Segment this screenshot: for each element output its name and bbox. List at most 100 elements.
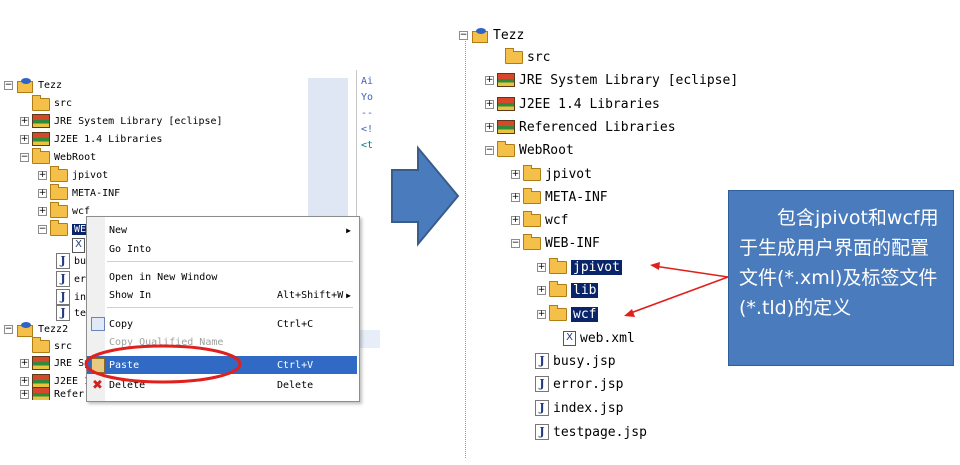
jsp-file-icon: J (535, 353, 549, 369)
editor-line: Yo (361, 92, 374, 103)
library-icon (32, 114, 50, 128)
expand-icon[interactable]: + (38, 169, 47, 180)
collapse-icon[interactable]: − (20, 151, 29, 162)
package-folder-icon (32, 95, 50, 111)
expand-icon[interactable]: + (38, 205, 47, 216)
tree-item-j2ee[interactable]: +J2EE 1.4 Libraries (485, 96, 660, 112)
tree-item-jre[interactable]: +JRE System Library [eclipse] (20, 114, 223, 128)
tree-item-web-inf[interactable]: −WEB-INF (511, 233, 600, 251)
tree-item-project[interactable]: −Tezz (459, 27, 525, 43)
tree-item-src[interactable]: src (505, 46, 550, 68)
library-icon (497, 97, 515, 111)
tree-item-src2[interactable]: src (32, 336, 72, 355)
folder-icon (523, 233, 541, 250)
tree-item-j2ee2[interactable]: +J2EE 1 (20, 374, 91, 388)
tree-item-wcf[interactable]: +wcf (38, 201, 91, 218)
menu-item-copy-qualified-name[interactable]: Copy Qualified Name (109, 336, 224, 348)
expand-icon[interactable]: + (537, 261, 546, 272)
tree-item-jpivot[interactable]: +jpivot (38, 165, 109, 182)
submenu-arrow-icon: ▶ (346, 225, 351, 235)
annotation-callout: 包含jpivot和wcf用于生成用户界面的配置文件(*.xml)及标签文件(*.… (728, 190, 954, 366)
tree-item-web-inf[interactable]: −WEB (38, 219, 95, 236)
tree-item-j2ee[interactable]: +J2EE 1.4 Libraries (20, 132, 163, 146)
expand-icon[interactable]: + (20, 357, 29, 368)
submenu-arrow-icon: ▶ (346, 290, 351, 300)
tree-item-project2[interactable]: −Tezz2 (4, 322, 69, 337)
tree-item-web-inf-jpivot[interactable]: +jpivot (537, 257, 622, 275)
tree-item-refer2[interactable]: +Refer (20, 388, 85, 400)
package-folder-icon (505, 47, 523, 64)
tree-item-meta-inf[interactable]: +META-INF (511, 187, 608, 205)
expand-icon[interactable]: + (485, 98, 494, 109)
tree-item-project[interactable]: −Tezz (4, 78, 63, 93)
tree-item-jpivot[interactable]: +jpivot (511, 164, 592, 182)
collapse-icon[interactable]: − (4, 323, 13, 334)
expand-icon[interactable]: + (20, 115, 29, 126)
menu-item-open-new-window[interactable]: Open in New Window (109, 271, 218, 283)
tree-item-jre[interactable]: +JRE System Library [eclipse] (485, 72, 739, 88)
tree-item-webroot[interactable]: −WebRoot (20, 147, 97, 164)
tree-item-referenced-libraries[interactable]: +Referenced Libraries (485, 119, 676, 135)
expand-icon[interactable]: + (20, 375, 29, 386)
expand-icon[interactable]: + (20, 133, 29, 144)
tree-item-webroot[interactable]: −WebRoot (485, 140, 574, 158)
jsp-file-icon: J (56, 289, 70, 305)
copy-icon (91, 317, 105, 331)
collapse-icon[interactable]: − (511, 237, 520, 248)
collapse-icon[interactable]: − (4, 79, 13, 90)
jsp-file-icon: J (56, 253, 70, 269)
project-icon (16, 322, 34, 337)
editor-line: <! (361, 124, 374, 135)
right-arrow-icon (391, 145, 460, 247)
tree-item-wcf[interactable]: +wcf (511, 210, 569, 228)
tree-item-lib[interactable]: +lib (537, 280, 599, 298)
expand-icon[interactable]: + (537, 308, 546, 319)
jsp-file-icon: J (56, 305, 70, 321)
delete-icon: ✖ (92, 377, 103, 393)
expand-icon[interactable]: + (511, 168, 520, 179)
project-icon (16, 78, 34, 93)
folder-icon (523, 187, 541, 204)
expand-icon[interactable]: + (511, 214, 520, 225)
folder-icon (549, 257, 567, 274)
menu-item-go-into[interactable]: Go Into (109, 243, 152, 255)
collapse-icon[interactable]: − (459, 29, 468, 40)
expand-icon[interactable]: + (20, 388, 29, 399)
library-icon (32, 132, 50, 146)
tree-item-web-inf-wcf[interactable]: +wcf (537, 304, 599, 322)
folder-icon (523, 210, 541, 227)
menu-separator (107, 307, 353, 308)
editor-scrollbar[interactable] (308, 78, 348, 228)
expand-icon[interactable]: + (485, 74, 494, 85)
collapse-icon[interactable]: − (38, 223, 47, 234)
menu-item-new[interactable]: New▶ (109, 224, 351, 236)
package-folder-icon (32, 336, 50, 353)
callout-text: 包含jpivot和wcf用于生成用户界面的配置文件(*.xml)及标签文件(*.… (739, 207, 939, 319)
library-icon (32, 388, 50, 400)
expand-icon[interactable]: + (511, 191, 520, 202)
folder-icon (50, 165, 68, 182)
expand-icon[interactable]: + (38, 187, 47, 198)
tree-item-src[interactable]: src (32, 94, 72, 112)
collapse-icon[interactable]: − (485, 144, 494, 155)
project-icon (471, 28, 489, 43)
tree-item-xml[interactable]: X (72, 236, 89, 254)
expand-icon[interactable]: + (537, 284, 546, 295)
expand-icon[interactable]: + (485, 121, 494, 132)
tree-item-jre2[interactable]: +JRE Sy (20, 356, 91, 370)
tree-item-meta-inf[interactable]: +META-INF (38, 183, 121, 200)
